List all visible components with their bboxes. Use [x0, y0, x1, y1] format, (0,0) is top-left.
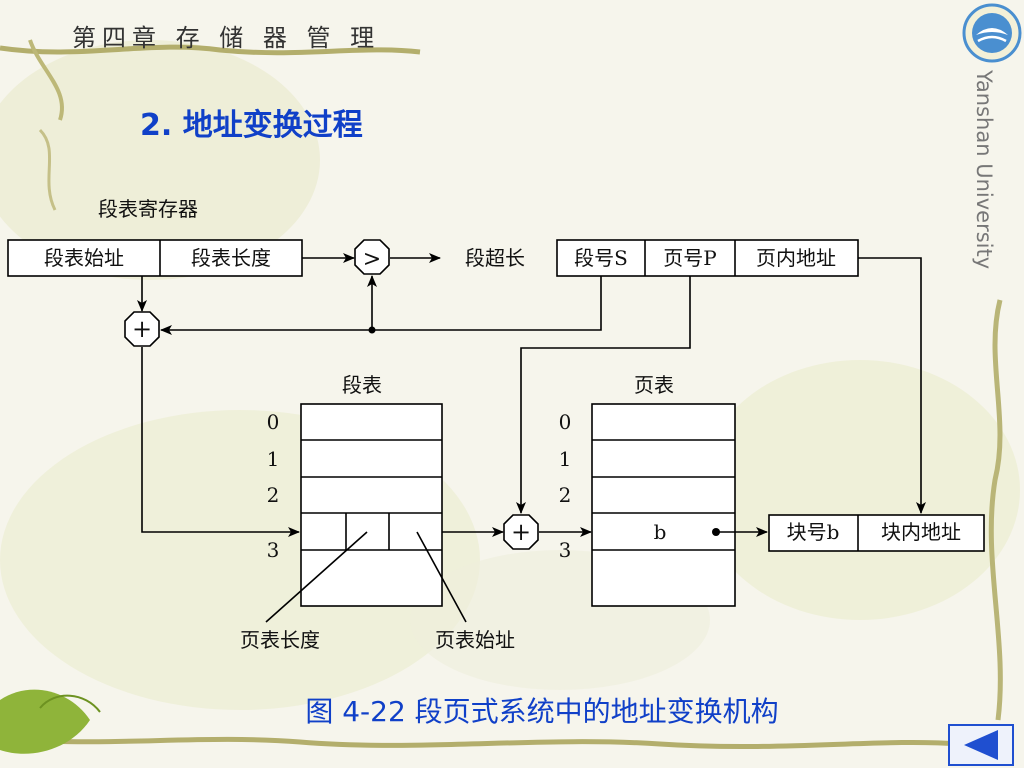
- triangle-left-icon: [964, 730, 998, 760]
- arrow-adder-to-segment-table: [141, 347, 300, 537]
- chapter-title: 第四章 存 储 器 管 理: [72, 24, 381, 52]
- university-logo: [962, 3, 1022, 63]
- figure-caption: 图 4-22 段页式系统中的地址变换机构: [305, 695, 779, 728]
- segment-table-length-field: 段表长度: [191, 246, 271, 270]
- segment-table-start-field: 段表始址: [44, 246, 124, 270]
- page-row-1: 1: [559, 447, 572, 471]
- page-table-title: 页表: [634, 373, 674, 397]
- segment-table-title: 段表: [342, 373, 382, 397]
- page-row-2: 2: [559, 483, 572, 507]
- pointer-page-table-start: [416, 531, 467, 623]
- page-table: [591, 403, 736, 607]
- section-title: 2. 地址变换过程: [140, 108, 363, 143]
- segment-row-2: 2: [267, 483, 280, 507]
- logical-address-box: [556, 239, 859, 277]
- block-number-field: 块号b: [787, 520, 840, 544]
- segment-table: [300, 403, 443, 607]
- physical-address-box: [768, 514, 985, 552]
- back-button[interactable]: [948, 724, 1014, 766]
- pointer-page-table-length: [265, 531, 368, 623]
- page-table-start-label: 页表始址: [435, 628, 515, 652]
- page-table-entry: b: [654, 520, 667, 544]
- block-dot: [712, 528, 720, 536]
- compare-symbol: >: [363, 247, 381, 272]
- segment-number-field: 段号S: [574, 246, 628, 270]
- page-offset-field: 页内地址: [756, 246, 836, 270]
- segment-register-label: 段表寄存器: [98, 197, 198, 221]
- segment-row-1: 1: [267, 447, 280, 471]
- page-adder: [503, 514, 539, 550]
- line-segment-number: [160, 276, 602, 335]
- segment-adder: [124, 311, 160, 347]
- block-offset-field: 块内地址: [881, 520, 961, 544]
- segment-adder-symbol: +: [132, 315, 152, 343]
- line-offset-to-physical: [858, 257, 926, 514]
- page-table-length-label: 页表长度: [240, 628, 320, 652]
- page-row-3: 3: [559, 538, 572, 562]
- page-row-0: 0: [559, 410, 572, 434]
- segment-row-0: 0: [267, 410, 280, 434]
- page-number-field: 页号P: [663, 246, 716, 270]
- junction-dot: [368, 326, 376, 334]
- page-adder-symbol: +: [511, 518, 531, 546]
- line-page-number: [516, 276, 691, 514]
- overflow-label: 段超长: [465, 246, 525, 270]
- comparator: [354, 239, 390, 275]
- segment-row-3: 3: [267, 538, 280, 562]
